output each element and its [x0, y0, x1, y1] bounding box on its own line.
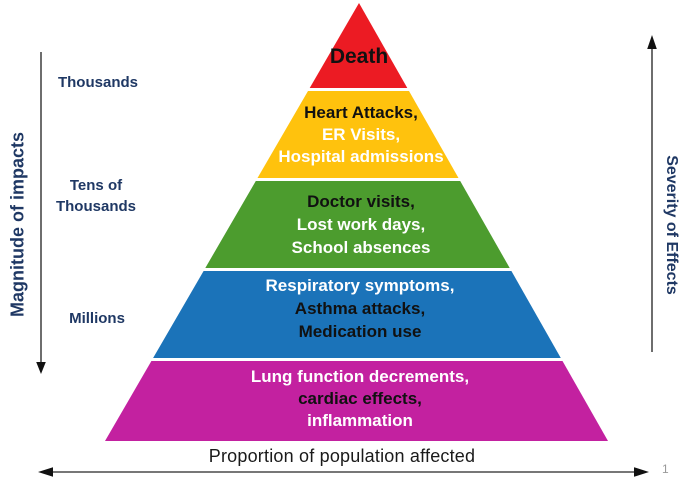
level-symptoms-line3: Medication use [299, 322, 422, 341]
pyramid-level-symptoms [153, 271, 561, 358]
pyramid-level-death [309, 3, 408, 88]
pyramid-level-hospital [257, 91, 459, 178]
level-hospital-line1: Heart Attacks, [304, 103, 418, 122]
pyramid-level-doctor [205, 181, 510, 268]
level-hospital-line2: ER Visits, [322, 125, 400, 144]
level-subclinical-line2: cardiac effects, [298, 389, 422, 408]
severity-axis-label: Severity of Effects [663, 155, 680, 295]
level-subclinical-line3: inflammation [307, 411, 413, 430]
severity-arrow-icon [647, 35, 657, 352]
magnitude-axis-label: Magnitude of impacts [7, 132, 28, 318]
pyramid-level-subclinical [105, 361, 608, 441]
tick-thousands: Thousands [57, 74, 138, 91]
level-symptoms-line2: Asthma attacks, [295, 299, 425, 318]
proportion-axis-label: Proportion of population affected [208, 446, 476, 466]
page-number: 1 [662, 462, 669, 476]
level-symptoms-line1: Respiratory symptoms, [266, 276, 455, 295]
tick-tens-of-thousands: Tens of Thousands [55, 177, 136, 215]
level-doctor-line1: Doctor visits, [307, 192, 415, 211]
proportion-arrow-icon [38, 467, 649, 477]
level-death-label: Death [330, 45, 388, 68]
magnitude-arrow-icon [36, 52, 46, 374]
level-subclinical-line1: Lung function decrements, [251, 367, 469, 386]
level-hospital-line3: Hospital admissions [278, 147, 443, 166]
tick-millions: Millions [69, 310, 125, 327]
level-doctor-line3: School absences [292, 238, 431, 257]
level-doctor-line2: Lost work days, [297, 215, 425, 234]
